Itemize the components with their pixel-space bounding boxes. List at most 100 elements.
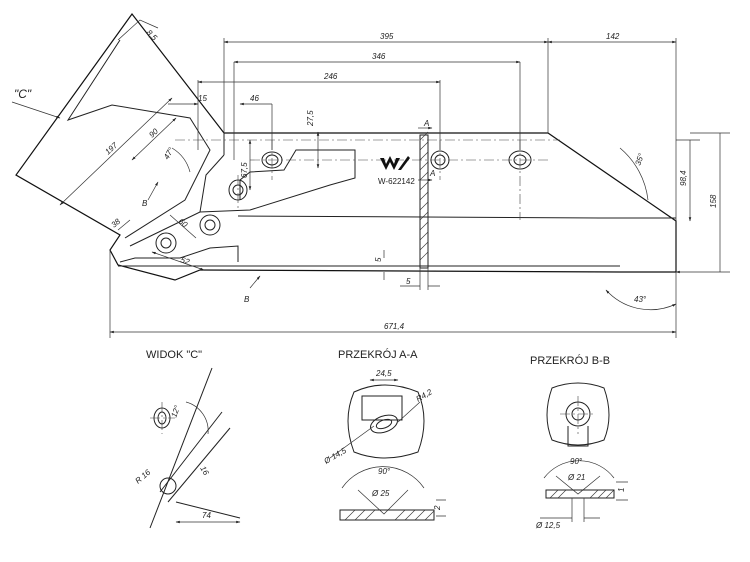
centerline-verticals	[237, 140, 521, 220]
view-c-marker: "C"	[14, 87, 32, 101]
section-aa-hatch	[344, 509, 435, 521]
section-bb-title: PRZEKRÓJ B-B	[530, 354, 610, 367]
dim-197	[59, 97, 173, 206]
section-bb-angle-arc	[543, 460, 615, 479]
section-b-arrow-top	[147, 181, 159, 201]
view-c-angle-text: 12°	[169, 403, 182, 418]
view-c-r16-circle	[159, 477, 177, 495]
section-bb-hole-centerline	[560, 396, 596, 434]
section-bb-plate-section	[545, 489, 615, 499]
section-aa-25-text: Ø 25	[371, 489, 390, 498]
section-aa-r4-2-text: R4,2	[415, 387, 435, 404]
section-b-arrow-bottom	[249, 275, 261, 289]
dim-98-4-text: 98,4	[679, 170, 688, 186]
dim-90-text: 90	[147, 126, 160, 139]
view-c-74-text: 74	[202, 511, 211, 520]
section-a-label-top: A	[423, 119, 429, 128]
dim-38	[117, 219, 131, 231]
section-b-label-top: B	[142, 199, 148, 208]
blade-inner-edge	[66, 39, 211, 239]
view-c-edge-3	[167, 427, 231, 503]
dim-158-text: 158	[709, 194, 718, 208]
section-bb-12-5-text: Ø 12,5	[535, 521, 561, 530]
section-aa-24-5-text: 24,5	[375, 369, 392, 378]
section-bb-1-text: 1	[617, 488, 626, 492]
main-view: A A W-622142 395 142 346 246 15 46 27,5	[11, 12, 730, 338]
section-bb-detail: PRZEKRÓJ B-B 90° Ø 21 1 Ø 12,5	[530, 354, 628, 530]
section-aa-angle-arc	[341, 466, 425, 489]
dim-90	[131, 117, 177, 161]
section-aa-countersink	[357, 489, 409, 515]
section-aa-hole-outer	[370, 414, 398, 434]
view-c-edge-1	[149, 367, 213, 529]
dim-98-4	[676, 139, 700, 221]
view-c-16-text: 16	[198, 465, 211, 478]
section-bb-12-5-dim	[540, 498, 600, 522]
dim-5-vert-text: 5	[374, 257, 383, 262]
dim-5-horiz-text: 5	[406, 277, 411, 286]
view-c-angle-arc	[185, 401, 209, 435]
view-c-arrow	[11, 101, 61, 119]
section-b-label-bottom: B	[244, 295, 250, 304]
tip-bevel	[119, 245, 239, 263]
upper-edge-line	[237, 215, 676, 219]
dim-52	[151, 251, 205, 271]
dim-8-5	[117, 19, 159, 41]
dim-27-5-text: 27,5	[306, 110, 315, 127]
hole-6	[199, 214, 221, 236]
section-a-label-bottom: A	[429, 169, 435, 178]
dim-52-text: 52	[179, 255, 191, 266]
section-aa-plate-section	[339, 509, 435, 521]
view-c-edge-2	[159, 411, 223, 493]
dim-43deg-text: 43°	[634, 295, 647, 304]
slot-outline	[199, 149, 356, 213]
bevel-edge	[129, 133, 225, 247]
section-bb-hatch	[549, 489, 615, 499]
section-bb-1-dim	[616, 481, 628, 501]
section-aa-angle-text: 90°	[378, 467, 391, 476]
section-aa-detail: PRZEKRÓJ A-A 24,5 R4,2 Ø 14,5 90° Ø 25 2	[322, 348, 446, 521]
section-aa-strip	[419, 131, 429, 269]
view-c-r16-text: R 16	[134, 467, 153, 485]
view-c-detail: WIDOK "C" 12° 16 R 16 74	[134, 349, 241, 529]
hole-5	[155, 232, 177, 254]
section-aa-2-text: 2	[433, 505, 442, 511]
dim-60-text: 60	[177, 217, 190, 230]
section-aa-14-5-leader	[329, 425, 375, 459]
dim-47deg-text: 47°	[162, 145, 176, 161]
section-bb-boss	[567, 426, 589, 447]
section-bb-plate	[546, 382, 610, 446]
ext-lines-top	[223, 38, 677, 221]
dim-5-horiz	[400, 268, 440, 290]
ext-lines-246	[197, 80, 441, 150]
dim-15-text: 15	[198, 94, 207, 103]
dim-35deg-text: 35°	[633, 151, 646, 166]
dim-246-text: 246	[323, 72, 338, 81]
dim-67-5-text: 67,5	[240, 162, 249, 178]
section-aa-r4-2-leader	[397, 401, 421, 423]
section-aa-title: PRZEKRÓJ A-A	[338, 348, 418, 361]
dim-671-4-text: 671,4	[384, 322, 405, 331]
dim-197-text: 197	[103, 140, 119, 156]
section-aa-plate	[347, 384, 425, 459]
dim-395-text: 395	[380, 32, 394, 41]
section-bb-angle-text: 90°	[570, 457, 583, 466]
section-bb-countersink	[555, 475, 601, 495]
dim-60	[169, 214, 197, 239]
section-bb-21-text: Ø 21	[567, 473, 585, 482]
ext-lines-346	[233, 62, 521, 160]
view-c-edge-4	[175, 501, 241, 519]
dim-43deg-arc	[605, 289, 677, 311]
part-number: W-622142	[378, 177, 415, 186]
dim-35deg-arc	[619, 147, 649, 201]
dim-46-text: 46	[250, 94, 259, 103]
dim-47deg-arc	[171, 147, 191, 173]
ext-lines-671	[109, 250, 677, 338]
dim-46	[240, 104, 273, 150]
logo-mark-icon	[380, 156, 410, 170]
dim-142-text: 142	[606, 32, 620, 41]
section-aa-14-5-text: Ø 14,5	[322, 446, 349, 467]
view-c-hole-centerline	[150, 402, 175, 434]
dim-158	[676, 132, 730, 272]
